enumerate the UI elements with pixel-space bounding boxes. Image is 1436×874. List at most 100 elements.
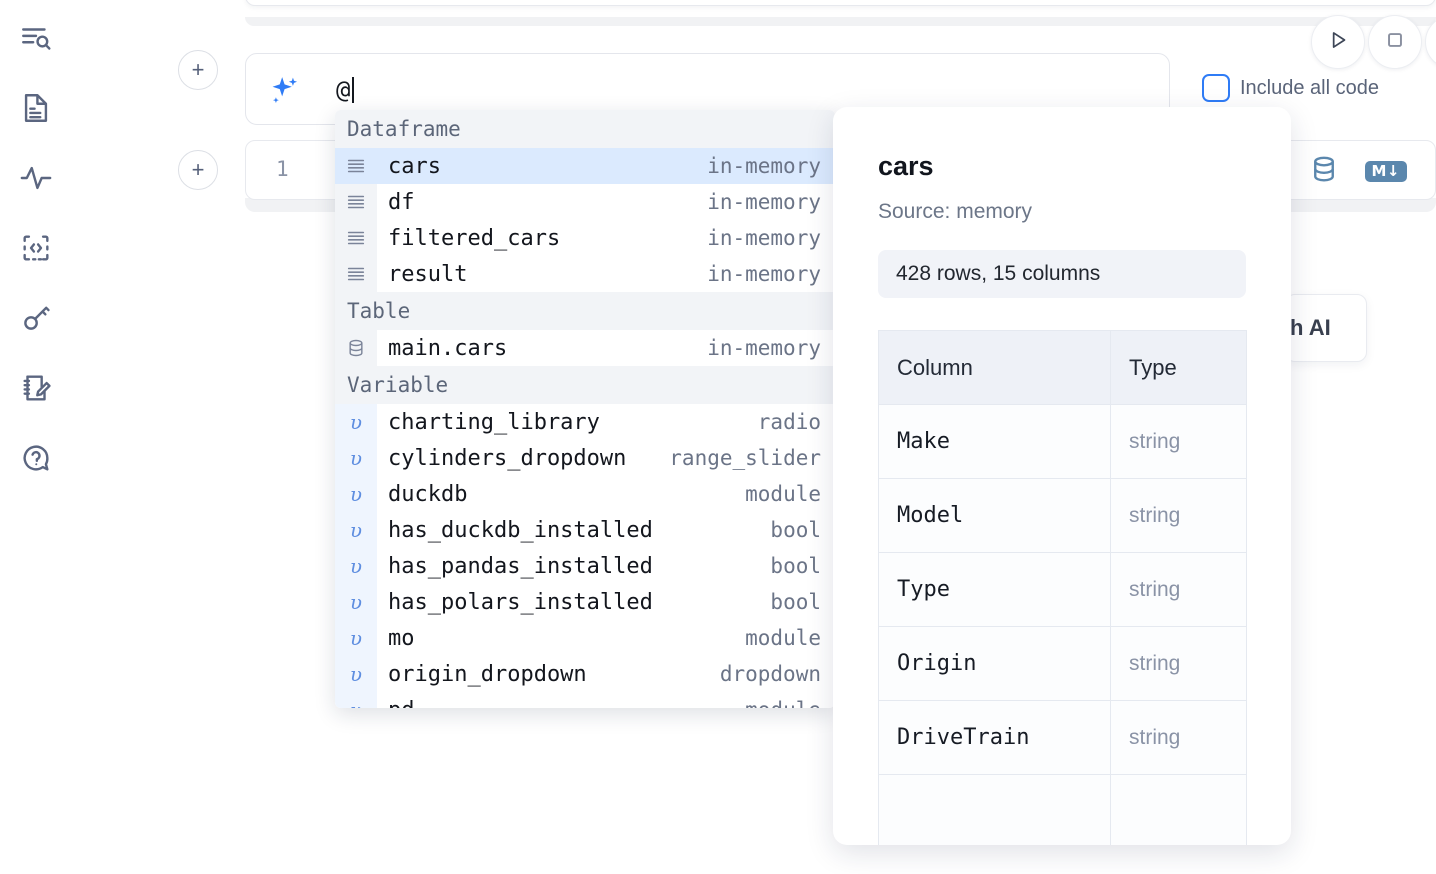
autocomplete-item[interactable]: υpdmodule bbox=[335, 692, 835, 708]
autocomplete-item-name: has_pandas_installed bbox=[388, 553, 653, 579]
activity-icon bbox=[19, 161, 53, 195]
preview-title: cars bbox=[878, 151, 934, 181]
autocomplete-item-meta: range_slider bbox=[669, 446, 821, 470]
variable-icon: υ bbox=[335, 692, 377, 708]
autocomplete-item-meta: bool bbox=[770, 590, 821, 614]
autocomplete-item[interactable]: cars in-memory bbox=[335, 148, 835, 184]
autocomplete-item-meta: in-memory bbox=[707, 262, 821, 286]
sidebar-item-scratchpad[interactable] bbox=[12, 364, 60, 412]
sidebar-item-activity[interactable] bbox=[12, 154, 60, 202]
autocomplete-item-meta: dropdown bbox=[719, 662, 821, 686]
schema-column-name: Origin bbox=[878, 626, 1111, 701]
table-header-row: Column Type bbox=[878, 330, 1247, 405]
add-cell-button-bottom[interactable]: + bbox=[178, 150, 218, 190]
schema-column-type: string bbox=[1110, 700, 1247, 775]
autocomplete-item-meta: in-memory bbox=[707, 226, 821, 250]
schema-column-type: string bbox=[1110, 478, 1247, 553]
help-question-icon bbox=[19, 441, 53, 475]
include-all-code-checkbox[interactable] bbox=[1202, 74, 1230, 102]
autocomplete-item[interactable]: υ has_polars_installed bool bbox=[335, 584, 835, 620]
schema-column-name: DriveTrain bbox=[878, 700, 1111, 775]
ai-prompt-value: @ bbox=[336, 76, 351, 104]
autocomplete-item-meta: in-memory bbox=[707, 336, 821, 360]
variable-icon: υ bbox=[335, 656, 377, 692]
preview-source: Source: memory bbox=[878, 200, 1033, 223]
dataframe-icon bbox=[335, 148, 377, 184]
sidebar-item-explore[interactable] bbox=[12, 14, 60, 62]
generate-with-ai-card[interactable]: h AI bbox=[1285, 294, 1367, 362]
schema-column-type: string bbox=[1110, 626, 1247, 701]
include-all-code-label: Include all code bbox=[1240, 76, 1379, 99]
sidebar-item-help[interactable] bbox=[12, 434, 60, 482]
variable-icon: υ bbox=[335, 620, 377, 656]
autocomplete-item-name: has_polars_installed bbox=[388, 589, 653, 615]
autocomplete-item-meta: module bbox=[745, 626, 821, 650]
schema-column-name bbox=[878, 774, 1111, 845]
database-icon[interactable] bbox=[1309, 154, 1339, 189]
autocomplete-item-name: origin_dropdown bbox=[388, 661, 587, 687]
schema-column-name: Make bbox=[878, 404, 1111, 479]
text-caret bbox=[351, 77, 354, 103]
sidebar-item-secrets[interactable] bbox=[12, 294, 60, 342]
autocomplete-item-name: cylinders_dropdown bbox=[388, 445, 627, 471]
table-row bbox=[878, 774, 1247, 845]
autocomplete-item-name: df bbox=[388, 189, 415, 215]
autocomplete-item-name: cars bbox=[388, 153, 441, 179]
secrets-key-icon bbox=[19, 301, 53, 335]
cell-above-partial bbox=[245, 0, 1436, 6]
line-number: 1 bbox=[276, 157, 289, 181]
preview-shape-badge: 428 rows, 15 columns bbox=[878, 250, 1246, 298]
autocomplete-item[interactable]: υ has_pandas_installed bool bbox=[335, 548, 835, 584]
autocomplete-item-meta: bool bbox=[770, 518, 821, 542]
variable-icon: υ bbox=[335, 512, 377, 548]
snippets-code-icon bbox=[19, 231, 53, 265]
autocomplete-item-meta: in-memory bbox=[707, 190, 821, 214]
stop-button[interactable] bbox=[1368, 15, 1422, 69]
database-icon bbox=[335, 330, 377, 366]
dataframe-preview-panel: cars Source: memory 428 rows, 15 columns… bbox=[833, 107, 1291, 845]
ai-prompt-input[interactable]: @ bbox=[336, 76, 354, 104]
add-cell-button-top[interactable]: + bbox=[178, 50, 218, 90]
autocomplete-item-name: charting_library bbox=[388, 409, 600, 435]
explore-search-icon bbox=[19, 21, 53, 55]
variable-icon: υ bbox=[335, 548, 377, 584]
ai-card-label: h AI bbox=[1290, 315, 1331, 340]
sidebar-item-documentation[interactable] bbox=[12, 84, 60, 132]
include-all-code-toggle[interactable]: Include all code bbox=[1202, 74, 1379, 102]
markdown-badge[interactable]: M↓ bbox=[1364, 161, 1407, 182]
variable-icon: υ bbox=[335, 440, 377, 476]
autocomplete-item-name: filtered_cars bbox=[388, 225, 561, 251]
autocomplete-item-meta: in-memory bbox=[707, 154, 821, 178]
autocomplete-item-name: pd bbox=[377, 698, 745, 709]
autocomplete-section-header: Table bbox=[335, 292, 835, 330]
variable-icon: υ bbox=[335, 476, 377, 512]
autocomplete-item-meta: bool bbox=[770, 554, 821, 578]
autocomplete-item[interactable]: filtered_cars in-memory bbox=[335, 220, 835, 256]
schema-column-type: string bbox=[1110, 552, 1247, 627]
autocomplete-item-meta: module bbox=[745, 698, 835, 708]
stop-square-icon bbox=[1382, 27, 1408, 58]
dataframe-icon bbox=[335, 256, 377, 292]
autocomplete-item[interactable]: df in-memory bbox=[335, 184, 835, 220]
autocomplete-item-meta: radio bbox=[757, 410, 821, 434]
autocomplete-item-meta: module bbox=[745, 482, 821, 506]
autocomplete-item[interactable]: υ cylinders_dropdown range_slider bbox=[335, 440, 835, 476]
schema-column-type bbox=[1110, 774, 1247, 845]
dataframe-icon bbox=[335, 220, 377, 256]
run-button[interactable] bbox=[1311, 15, 1365, 69]
sidebar-item-snippets[interactable] bbox=[12, 224, 60, 272]
variable-icon: υ bbox=[335, 584, 377, 620]
schema-column-type: string bbox=[1110, 404, 1247, 479]
autocomplete-item[interactable]: υ origin_dropdown dropdown bbox=[335, 656, 835, 692]
